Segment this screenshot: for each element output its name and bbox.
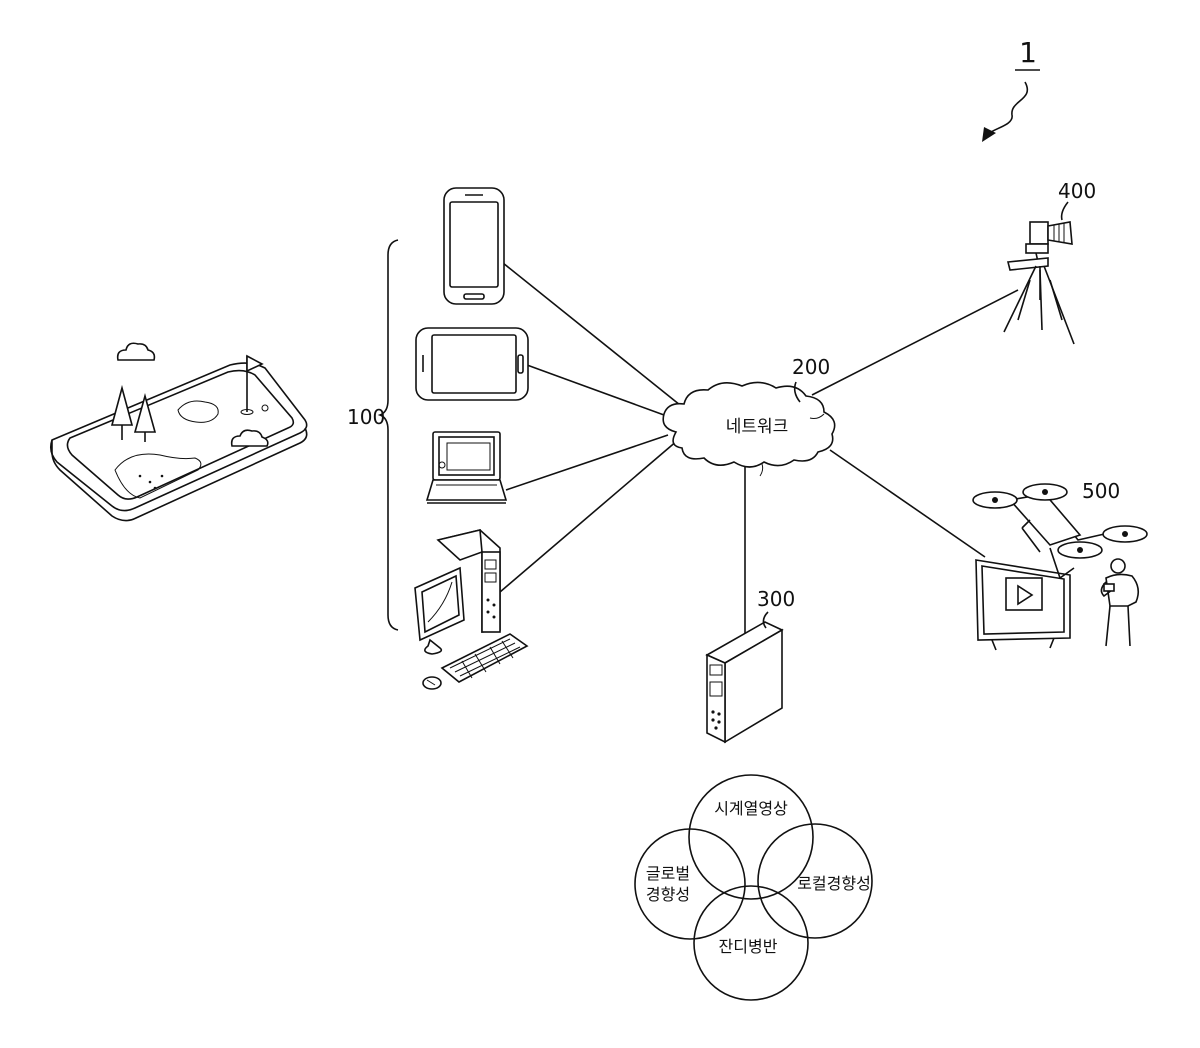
venn-left-text-2: 경향성 xyxy=(646,885,690,904)
system-reference: 1 xyxy=(982,36,1040,142)
link-laptop xyxy=(506,435,668,490)
venn-circle-time-series xyxy=(689,775,813,899)
link-desktop xyxy=(500,440,678,592)
venn-left-text-1: 글로벌 xyxy=(646,864,690,883)
system-ref-label: 1 xyxy=(1019,36,1037,69)
system-ref-arrow xyxy=(988,82,1027,134)
tablet-icon xyxy=(416,328,528,400)
cloud-icon xyxy=(118,343,155,360)
drone-label: 500 xyxy=(1082,479,1120,503)
bracket xyxy=(380,240,398,630)
link-drone xyxy=(830,450,985,557)
person-icon xyxy=(1101,559,1138,646)
desktop-computer-icon xyxy=(415,530,527,689)
server-icon xyxy=(707,622,782,742)
venn-right-text: 로컬경향성 xyxy=(797,874,871,893)
link-camera xyxy=(812,290,1018,395)
camera-tripod-icon xyxy=(1004,222,1074,344)
user-terminals-label: 100 xyxy=(347,405,385,429)
venn-top-text: 시계열영상 xyxy=(714,799,788,818)
venn-diagram: 시계열영상 글로벌 경향성 로컬경향성 잔디병반 xyxy=(635,775,872,1000)
laptop-icon xyxy=(427,432,506,503)
golf-course-icon xyxy=(51,343,307,520)
camera-label-leader xyxy=(1062,202,1068,220)
network-text: 네트워크 xyxy=(726,417,789,437)
link-tablet xyxy=(527,365,664,415)
smartphone-icon xyxy=(444,188,504,304)
link-smartphone xyxy=(503,263,680,405)
network-label: 200 xyxy=(792,355,830,379)
arrowhead-icon xyxy=(982,127,996,142)
display-icon xyxy=(976,560,1070,650)
cloud-icon: 네트워크 xyxy=(663,382,834,476)
camera-label: 400 xyxy=(1058,179,1096,203)
user-terminals-group: 100 xyxy=(347,240,398,630)
venn-bottom-text: 잔디병반 xyxy=(719,937,778,956)
server-label: 300 xyxy=(757,587,795,611)
